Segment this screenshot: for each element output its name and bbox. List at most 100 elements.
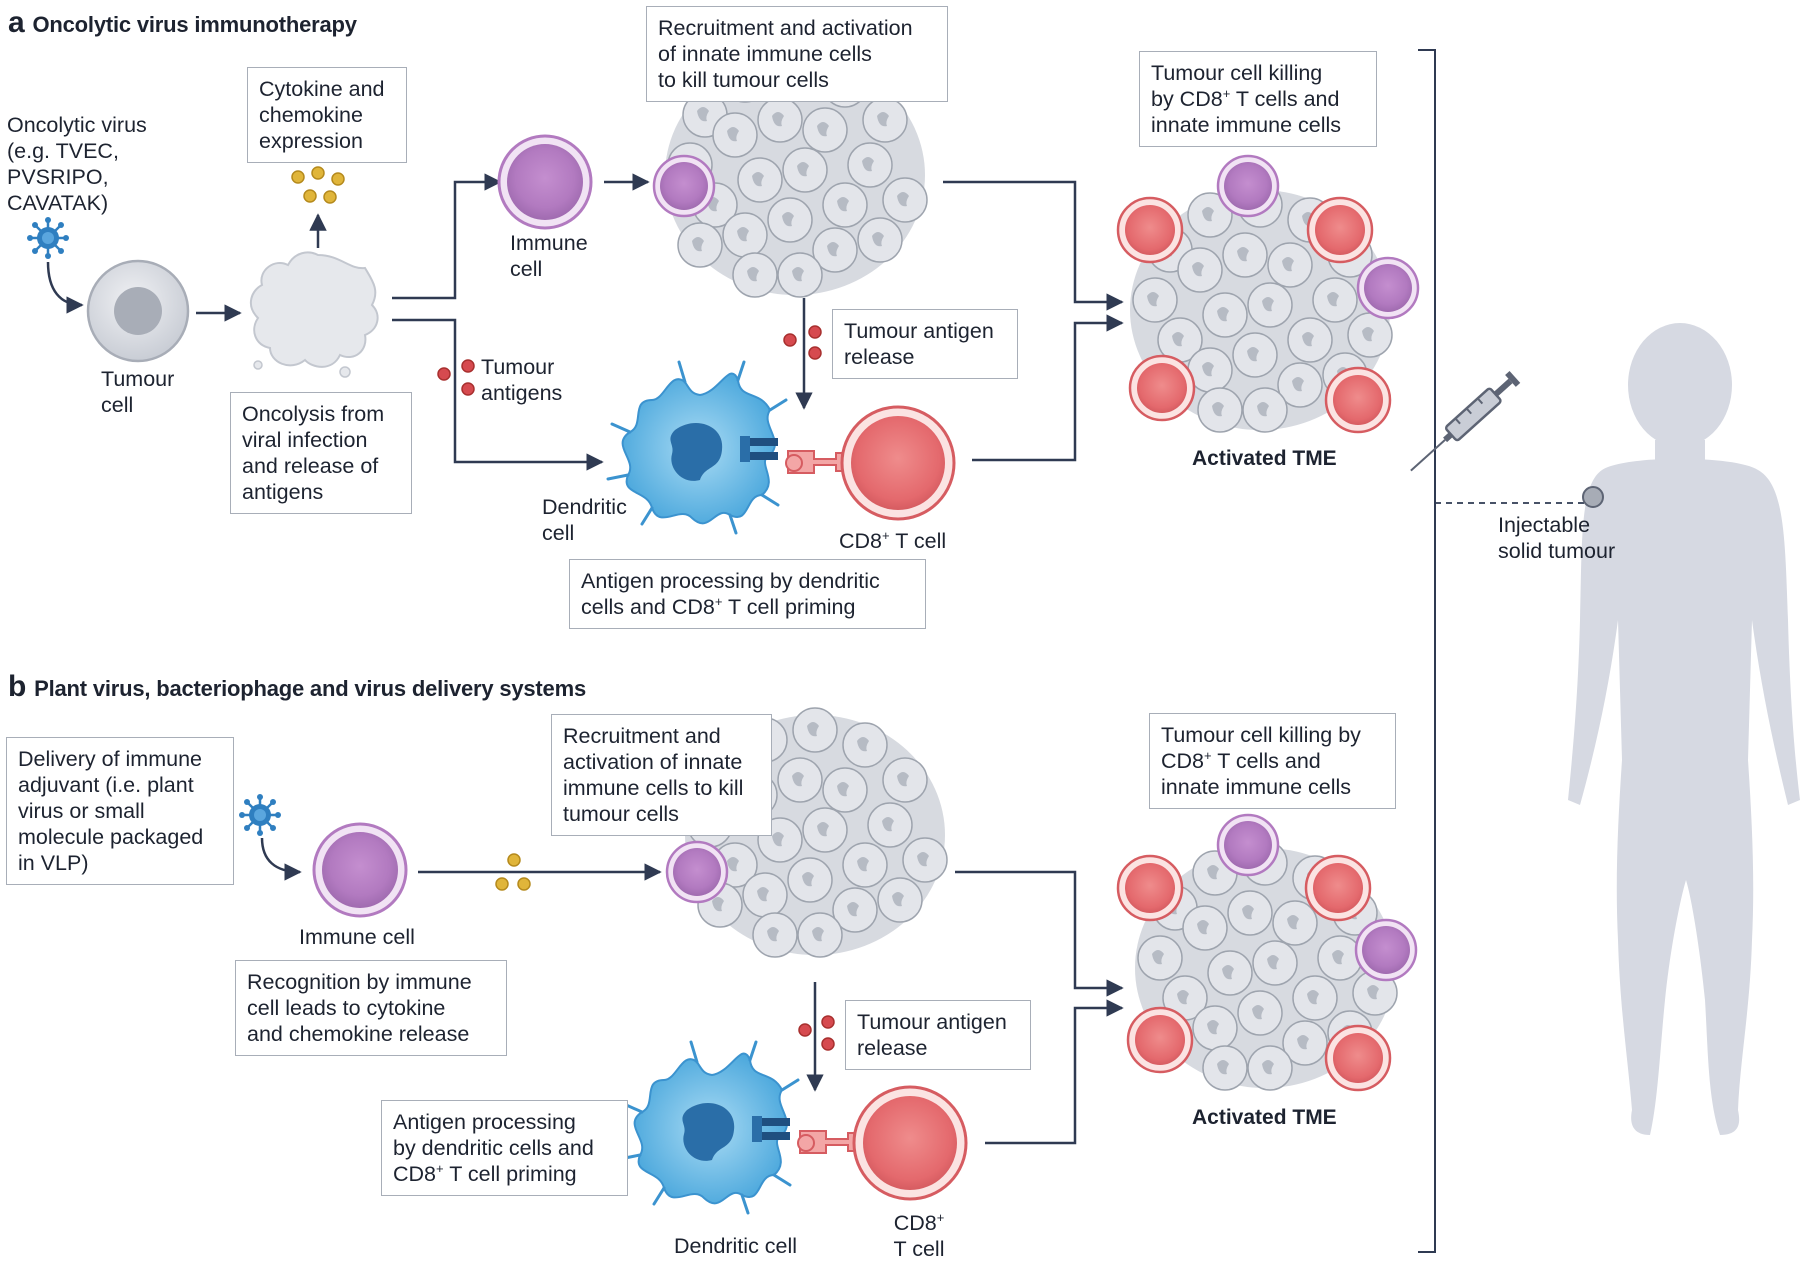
dendritic-cell [606,360,788,535]
lysed-tumour-cell [249,251,379,378]
cd8-sup: + [936,1209,945,1225]
box-line: chemokine [259,103,363,127]
recruitment-box: Recruitment and activation of innate imm… [551,714,772,836]
cd8-label-line: T cell [893,1237,945,1261]
oncolytic-virus-label: Oncolytic virus (e.g. TVEC, PVSRIPO, CAV… [7,112,147,216]
box-line: Antigen processing by dendritic [581,569,880,593]
box-line: cell leads to cytokine [247,996,446,1020]
dendritic-cell [618,1040,800,1215]
box-line: CD8+ T cell priming [393,1161,616,1187]
cytokine-dots [495,853,531,891]
box-line: CD8+ T cells and [1161,748,1384,774]
box-line: release [857,1036,928,1060]
tumour-killing-box: Tumour cell killing by CD8+ T cells and … [1139,51,1377,147]
immune-cell-small [665,840,729,904]
cd8-t-cell [852,1085,968,1201]
immune-cell-label-line: Immune [510,231,588,255]
released-antigen-dots [798,1015,835,1051]
box-line: Tumour cell killing by [1161,723,1361,747]
tumour-cell [86,259,190,363]
arrow-to-dendritic-cell [392,318,604,471]
recruitment-box: Recruitment and activation of innate imm… [646,6,948,102]
box-line: antigens [242,480,324,504]
box-line: Recruitment and activation [658,16,913,40]
arrow-priming-to-tme [985,999,1124,1145]
cd8-text: T cell [889,529,947,553]
human-silhouette-icon [1568,323,1800,1135]
activated-tme-label: Activated TME [1192,447,1337,470]
box-line: in VLP) [18,851,89,875]
box-sup: + [436,1160,444,1176]
cd8-text: CD8 [839,529,883,553]
antigen-processing-box: Antigen processing by dendritic cells an… [381,1100,628,1196]
immune-cell-small [1354,918,1418,982]
box-text: cells and CD8 [581,595,715,619]
arrow-virus-to-tumour [46,261,84,314]
panel-a-title-text: Oncolytic virus immunotherapy [32,12,357,37]
recognition-box: Recognition by immune cell leads to cyto… [235,960,507,1056]
box-text: T cell priming [722,595,856,619]
cd8-t-cell [840,405,956,521]
cd8-cell-small [1126,1006,1194,1074]
injectable-tumour-label: Injectable solid tumour [1498,512,1615,564]
cd8-t-cell-label: CD8+ T cell [881,1210,957,1262]
box-line: and release of [242,454,379,478]
virus-icon [237,792,283,838]
cd8-cell-small [1324,1024,1392,1092]
arrow-virus-to-immune [260,837,302,881]
oncolysis-box: Oncolysis from viral infection and relea… [230,392,412,514]
box-line: viral infection [242,428,368,452]
dendritic-cell-label: Dendritic cell [542,494,627,546]
dendritic-cell-label-line: cell [542,521,575,545]
t-cell-receptor [797,1130,855,1154]
box-line: tumour cells [563,802,679,826]
tumour-killing-box: Tumour cell killing by CD8+ T cells and … [1149,713,1396,809]
cytokine-dots [291,166,345,204]
box-text: CD8 [1161,749,1205,773]
box-line: Delivery of immune [18,747,202,771]
cd8-sup: + [882,527,890,543]
box-line: molecule packaged [18,825,204,849]
immune-cell [312,822,408,918]
t-cell-receptor [785,450,843,474]
panel-b-title-text: Plant virus, bacteriophage and virus del… [34,676,586,701]
immune-cell-label: Immune cell [510,230,588,282]
box-sup: + [1222,85,1231,101]
box-line: adjuvant (i.e. plant [18,773,194,797]
released-antigen-dots [783,325,822,360]
box-line: Recognition by immune [247,970,472,994]
immune-cell-label-line: cell [510,257,543,281]
cd8-cell-small [1324,366,1392,434]
activated-tme-label: Activated TME [1192,1106,1337,1129]
cd8-cell-small [1116,854,1184,922]
tumour-antigens-label-line: antigens [481,381,563,405]
box-line: activation of innate [563,750,743,774]
oncolytic-virus-label-line: PVSRIPO, [7,165,109,189]
tumour-antigen-dots [437,359,475,396]
arrow-to-immune-cell [392,173,502,300]
arrow-recruitment-to-tme [955,870,1124,997]
box-line: innate immune cells [1151,113,1342,137]
oncolytic-virus-label-line: Oncolytic virus [7,113,147,137]
tumour-cell-label-line: cell [101,393,134,417]
box-line: Cytokine and [259,77,385,101]
panel-a-letter: a [8,6,25,39]
box-line: release [844,345,915,369]
box-line: by dendritic cells and [393,1136,594,1160]
immune-cell-small [1216,813,1280,877]
cd8-cell-small [1128,354,1196,422]
virus-icon [25,215,71,261]
box-line: by CD8+ T cells and [1151,86,1365,112]
box-line: innate immune cells [1161,775,1352,799]
cd8-cell-small [1306,196,1374,264]
box-line: expression [259,129,363,153]
box-line: Tumour antigen [844,319,994,343]
injectable-label-line: solid tumour [1498,539,1616,563]
panel-a-title: a Oncolytic virus immunotherapy [8,6,357,40]
box-sup: + [1204,747,1212,763]
box-line: Tumour cell killing [1151,61,1323,85]
box-line: Recruitment and [563,724,721,748]
tumour-antigens-label: Tumour antigens [481,354,562,406]
tumour-antigen-release-box: Tumour antigen release [845,1000,1031,1070]
